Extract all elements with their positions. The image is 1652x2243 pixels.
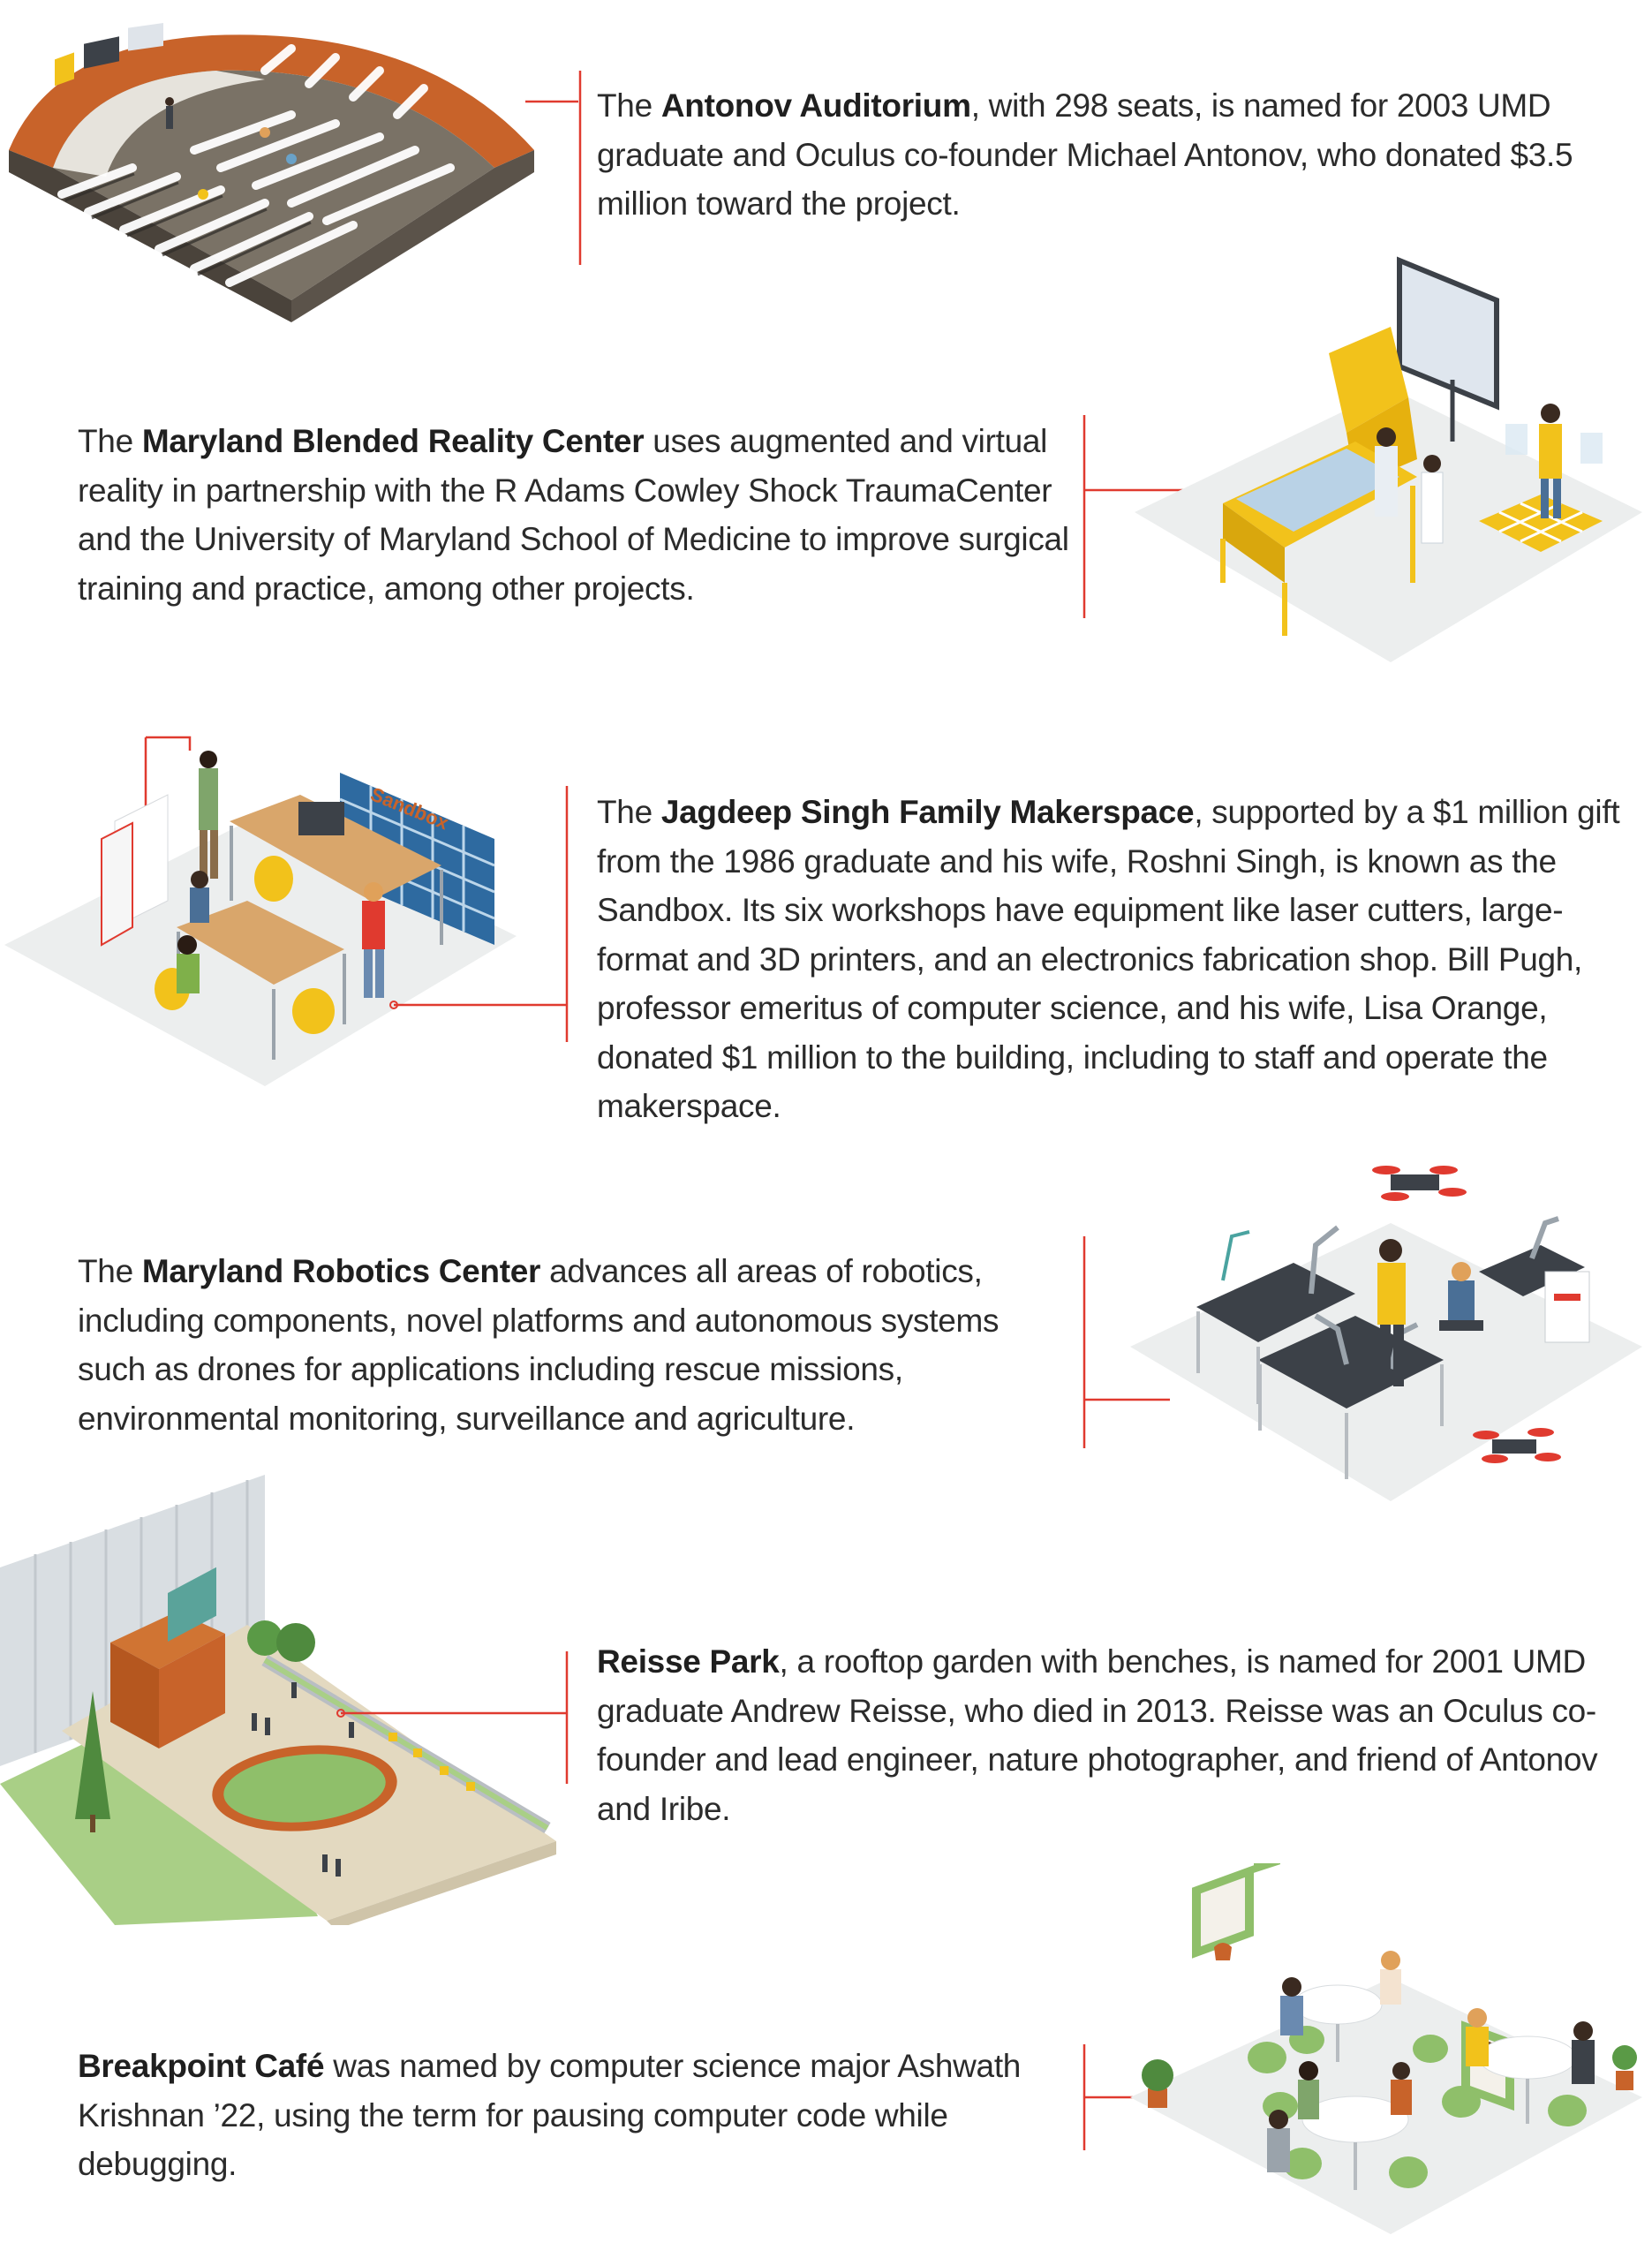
blended-reality-caption: The Maryland Blended Reality Center uses… <box>78 423 1069 607</box>
makerspace-illustration: Sandbox <box>0 724 521 1095</box>
makerspace-caption: The Jagdeep Singh Family Makerspace, sup… <box>597 794 1620 1124</box>
auditorium-caption: The Antonov Auditorium, with 298 seats, … <box>597 87 1573 222</box>
reisse-park-caption: Reisse Park, a rooftop garden with bench… <box>597 1643 1598 1827</box>
makerspace-name: Jagdeep Singh Family Makerspace <box>660 794 1195 830</box>
robotics-name: Maryland Robotics Center <box>141 1253 541 1289</box>
robotics-connector <box>1082 1236 1170 1448</box>
breakpoint-cafe-illustration <box>1126 1863 1647 2239</box>
robotics-illustration <box>1126 1139 1647 1510</box>
breakpoint-cafe-caption: Breakpoint Café was named by computer sc… <box>78 2048 1022 2182</box>
auditorium-name: Antonov Auditorium <box>660 87 971 124</box>
drone-top <box>1372 1166 1467 1201</box>
auditorium-connector <box>525 71 582 265</box>
breakpoint-cafe-name: Breakpoint Café <box>78 2048 325 2084</box>
makerspace-connector <box>389 786 569 1042</box>
reisse-park-connector <box>336 1651 569 1784</box>
reisse-park-name: Reisse Park <box>597 1643 780 1680</box>
reisse-park-illustration <box>0 1466 574 1925</box>
auditorium-illustration <box>0 18 539 336</box>
blended-reality-illustration <box>1126 256 1647 671</box>
robotics-caption: The Maryland Robotics Center advances al… <box>78 1253 999 1437</box>
blended-reality-name: Maryland Blended Reality Center <box>141 423 645 459</box>
